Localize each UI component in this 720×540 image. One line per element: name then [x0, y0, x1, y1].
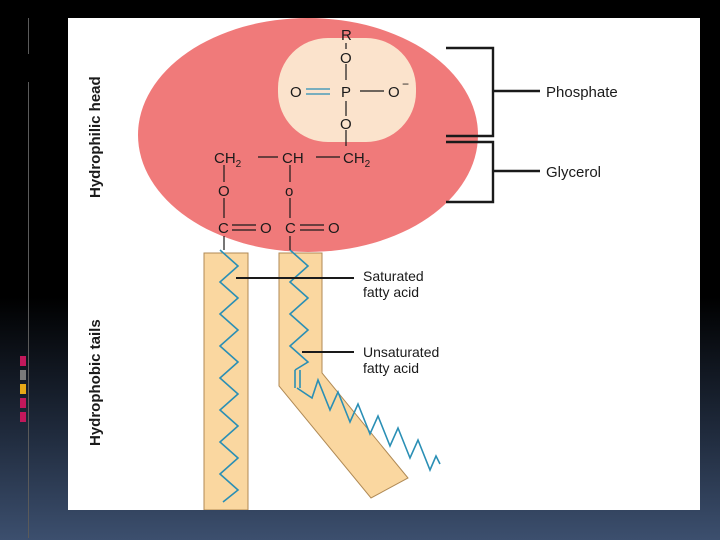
phosphate-region	[278, 38, 416, 142]
hydrophobic-tails-label: Hydrophobic tails	[87, 319, 104, 446]
atom-o-bottom: O	[340, 116, 352, 133]
saturated-label-line2: fatty acid	[363, 284, 419, 300]
unsaturated-chain-lower	[296, 377, 441, 473]
glycerol-label: Glycerol	[546, 164, 601, 181]
saturated-label-line1: Saturated	[363, 268, 424, 284]
hydrophilic-head-label: Hydrophilic head	[87, 76, 104, 198]
accent-mark	[20, 398, 26, 408]
atom-c-right: C	[285, 220, 296, 237]
charge-minus: −	[402, 77, 409, 91]
saturated-chain	[218, 249, 240, 503]
atom-o-carbonyl-right: O	[328, 220, 340, 237]
unsaturated-chain-upper	[288, 249, 310, 371]
saturated-tail	[203, 252, 249, 510]
phosphate-label: Phosphate	[546, 84, 618, 101]
slide-left-rule	[28, 18, 29, 538]
accent-mark	[20, 412, 26, 422]
slide-accent-marks	[20, 356, 26, 426]
group-ch-mid: CH	[282, 150, 304, 167]
atom-o-carbonyl-left: O	[260, 220, 272, 237]
atom-o-top: O	[340, 50, 352, 67]
accent-mark	[20, 384, 26, 394]
slide-corner-mark	[18, 54, 30, 82]
atom-r: R	[341, 27, 352, 44]
phospholipid-diagram: R O O P O − O CH2 CH CH2 O o C O C O	[87, 18, 618, 510]
accent-mark	[20, 356, 26, 366]
atom-o-ester-left: O	[218, 183, 230, 200]
accent-mark	[20, 370, 26, 380]
atom-p: P	[341, 84, 351, 101]
unsaturated-label-line1: Unsaturated	[363, 344, 439, 360]
atom-o-ester-right: o	[285, 183, 293, 200]
group-ch2-left: CH2	[214, 150, 242, 170]
atom-c-left: C	[218, 220, 229, 237]
atom-o-right: O	[388, 84, 400, 101]
unsaturated-label-line2: fatty acid	[363, 360, 419, 376]
unsaturated-tail	[278, 252, 409, 499]
atom-o-left: O	[290, 84, 302, 101]
diagram-panel: R O O P O − O CH2 CH CH2 O o C O C O	[68, 18, 700, 510]
group-ch2-right: CH2	[343, 150, 371, 170]
